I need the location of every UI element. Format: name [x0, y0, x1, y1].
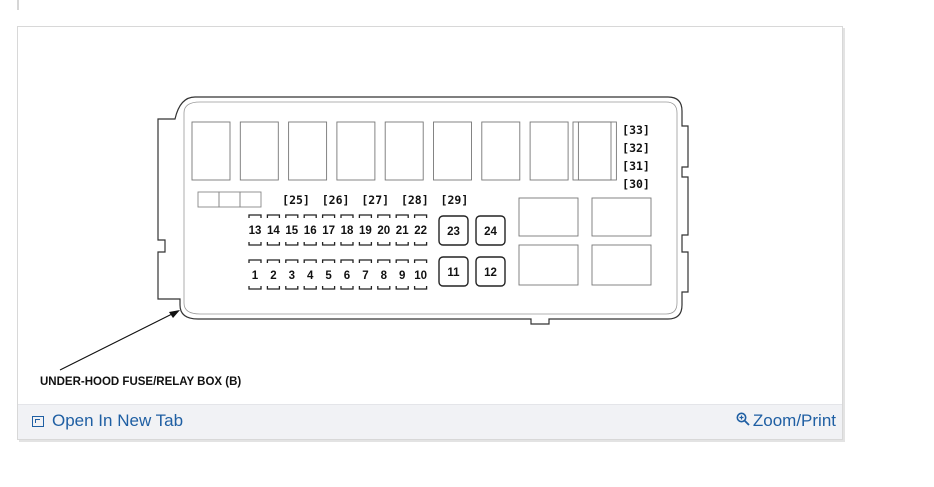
- fuse-label-bracket: [25]: [282, 193, 310, 207]
- top-edge-mark: [17, 0, 19, 10]
- mini-fuse: 22: [413, 214, 428, 246]
- fuse-label-bracket: [29]: [441, 193, 469, 207]
- small-cover-boxes: [197, 191, 262, 208]
- large-relay-boxes: [518, 197, 652, 286]
- zoom-print-link[interactable]: Zoom/Print: [736, 411, 836, 431]
- relay: 12: [475, 256, 506, 287]
- relay-slot: [572, 121, 612, 181]
- open-in-new-tab-link[interactable]: Open In New Tab: [32, 411, 183, 431]
- mini-fuse: 8: [377, 259, 391, 290]
- relay-slot: [433, 121, 472, 181]
- mini-fuse: 21: [395, 214, 409, 246]
- mini-fuse: 13: [248, 214, 262, 246]
- relay-slot: [239, 121, 279, 181]
- fuse-row-top: 13 14 15 16 17 18 19 20 21 22: [248, 214, 428, 246]
- mini-fuse: 7: [358, 259, 373, 290]
- fuse-label-bracket: [26]: [322, 193, 350, 207]
- mini-fuse: 17: [321, 214, 336, 246]
- fuse-number: 7: [362, 270, 368, 282]
- mini-fuse: 1: [248, 259, 262, 290]
- fuse-label-side: [30]: [622, 177, 650, 191]
- mini-fuse: 2: [266, 259, 281, 290]
- relay: 11: [438, 256, 469, 287]
- relay-slot: [481, 121, 521, 181]
- top-slot-row: [191, 121, 617, 181]
- fuse-number: 20: [377, 225, 390, 237]
- fuse-number: 4: [307, 270, 314, 282]
- fuse-number: 1: [252, 270, 259, 282]
- mini-fuse: 3: [285, 259, 299, 290]
- mini-fuse: 5: [321, 259, 336, 290]
- mini-fuse: 18: [340, 214, 354, 246]
- fuse-number: 15: [285, 225, 298, 237]
- open-tab-icon: [32, 415, 44, 427]
- fuse-number: 9: [399, 270, 405, 282]
- relay-slot: [529, 121, 569, 181]
- fuse-number: 19: [359, 225, 372, 237]
- relay-group: 23 24 11 12: [438, 215, 506, 287]
- diagram-card: [25][26][27][28][29] [33][32][31][30] 13…: [17, 26, 843, 440]
- pointer-arrow: [59, 310, 180, 371]
- zoom-magnifier-icon: [736, 412, 750, 426]
- fuse-number: 16: [304, 225, 317, 237]
- fuse-number: 10: [414, 270, 427, 282]
- mini-fuse: 4: [303, 259, 317, 290]
- fuse-number: 21: [396, 225, 409, 237]
- fuse-number: 8: [381, 270, 388, 282]
- fuse-box-diagram: [25][26][27][28][29] [33][32][31][30] 13…: [40, 96, 689, 388]
- relay-slot: [336, 121, 376, 181]
- relay-slot: [288, 121, 328, 181]
- relay: 24: [475, 215, 506, 246]
- mini-fuse: 20: [377, 214, 391, 246]
- mini-fuse: 6: [340, 259, 354, 290]
- open-in-new-tab-label: Open In New Tab: [52, 411, 184, 430]
- bracket-label-row: [25] [26] [27] [28] [29]: [282, 193, 468, 207]
- fuse-number: 22: [414, 225, 427, 237]
- relay: 23: [438, 215, 469, 246]
- fuse-number: 6: [344, 270, 350, 282]
- mini-fuse: 15: [285, 214, 299, 246]
- fuse-number: 18: [341, 225, 354, 237]
- mini-fuse: 16: [303, 214, 317, 246]
- relay-number: 23: [447, 226, 460, 238]
- relay-slot: [191, 121, 231, 181]
- relay-number: 11: [447, 267, 460, 279]
- mini-fuse: 14: [266, 214, 280, 246]
- fuse-label-side: [31]: [622, 159, 650, 173]
- fuse-label-bracket: [28]: [401, 193, 429, 207]
- fuse-number: 2: [270, 270, 276, 282]
- relay-number: 24: [484, 226, 497, 238]
- mini-fuse: 9: [395, 259, 409, 290]
- mini-fuse: 10: [413, 259, 428, 290]
- card-footer: Open In New Tab Zoom/Print: [18, 404, 842, 439]
- fuse-label-side: [32]: [622, 141, 650, 155]
- fuse-label-bracket: [27]: [361, 193, 389, 207]
- mini-fuse: 19: [358, 214, 373, 246]
- fuse-number: 5: [325, 270, 332, 282]
- fuse-number: 17: [322, 225, 335, 237]
- fuse-number: 3: [289, 270, 295, 282]
- diagram-caption: UNDER-HOOD FUSE/RELAY BOX (B): [40, 376, 241, 388]
- fuse-number: 14: [267, 225, 280, 237]
- side-label-column: [33] [32] [31] [30]: [622, 123, 650, 191]
- fuse-number: 13: [249, 225, 262, 237]
- relay-slot: [384, 121, 424, 181]
- fuse-box-inner-outline: [183, 101, 678, 315]
- fuse-box-outline: [157, 96, 689, 325]
- fuse-label-side: [33]: [622, 123, 650, 137]
- relay-number: 12: [484, 267, 497, 279]
- zoom-print-label: Zoom/Print: [752, 411, 836, 430]
